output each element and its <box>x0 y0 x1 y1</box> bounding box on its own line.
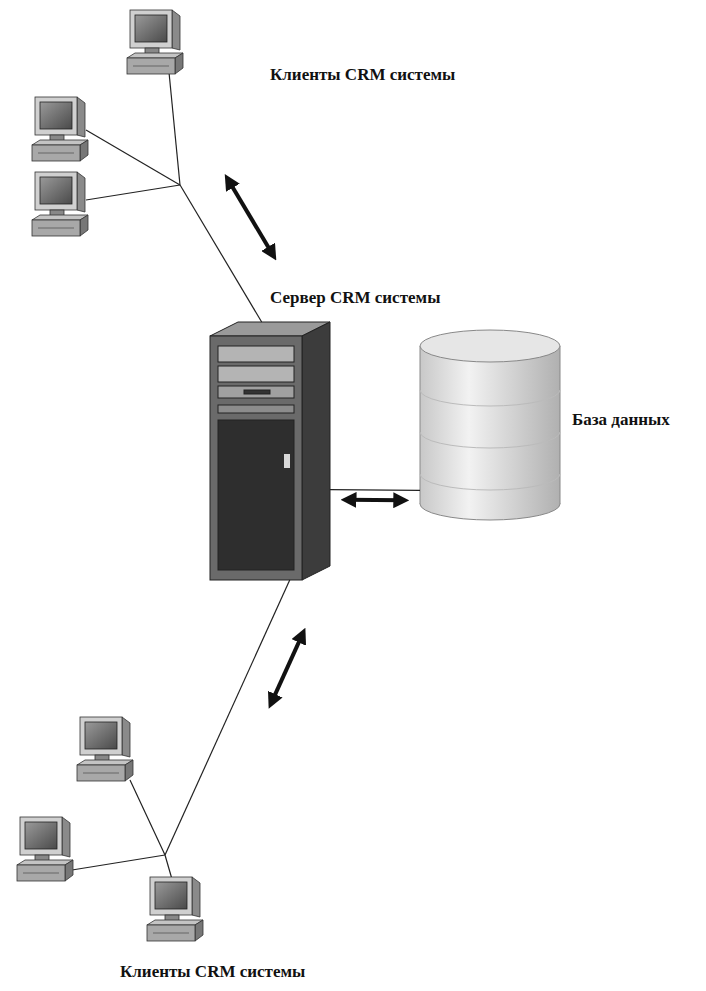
database-cylinder <box>420 330 560 520</box>
node-label: Сервер CRM системы <box>270 288 440 308</box>
crm-server: Сервер CRM системы <box>208 322 330 580</box>
client-group: Клиенты CRM системы <box>10 700 165 950</box>
link-line <box>165 580 290 855</box>
link-line <box>180 185 262 322</box>
computer-icon <box>17 10 203 941</box>
network-link <box>330 490 420 501</box>
client-group: Клиенты CRM системы <box>20 10 260 185</box>
database: База данных <box>420 328 560 518</box>
node-label: База данных <box>572 410 670 430</box>
network-link <box>180 179 273 322</box>
data-flow-arrow <box>271 634 302 703</box>
node-label: Клиенты CRM системы <box>270 65 455 85</box>
client-wires <box>72 62 180 900</box>
server-tower <box>210 322 330 580</box>
node-label: Клиенты CRM системы <box>120 962 305 982</box>
network-link <box>165 580 303 855</box>
data-flow-arrow <box>228 179 273 255</box>
link-line <box>330 489 420 491</box>
data-flow-arrow <box>347 498 403 502</box>
